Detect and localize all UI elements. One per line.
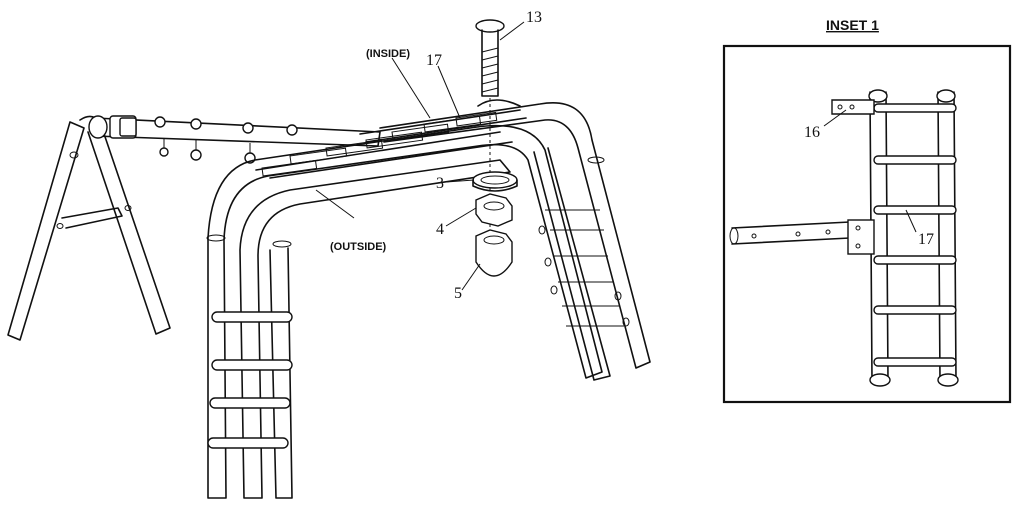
ring-bar (88, 115, 381, 164)
rings (154, 116, 298, 164)
inside-label: (INSIDE) (366, 48, 410, 60)
inset-callout-16: 16 (804, 124, 820, 141)
callout-5: 5 (454, 285, 462, 302)
inset-1: INSET 1 16 17 (722, 17, 1012, 404)
callout-13: 13 (526, 9, 542, 26)
callout-4: 4 (436, 221, 444, 238)
callout-17: 17 (426, 52, 442, 69)
inset-callout-17: 17 (918, 231, 934, 248)
callout-3: 3 (436, 175, 444, 192)
monkey-bars (255, 99, 527, 179)
outside-label: (OUTSIDE) (330, 241, 387, 253)
front-ladder (207, 311, 293, 449)
leader-lines (315, 21, 525, 291)
hardware-stack (472, 19, 518, 277)
inset-title: INSET 1 (826, 17, 879, 33)
arch-frame (206, 102, 651, 499)
left-a-frame (7, 115, 171, 341)
right-ladder (538, 209, 630, 327)
